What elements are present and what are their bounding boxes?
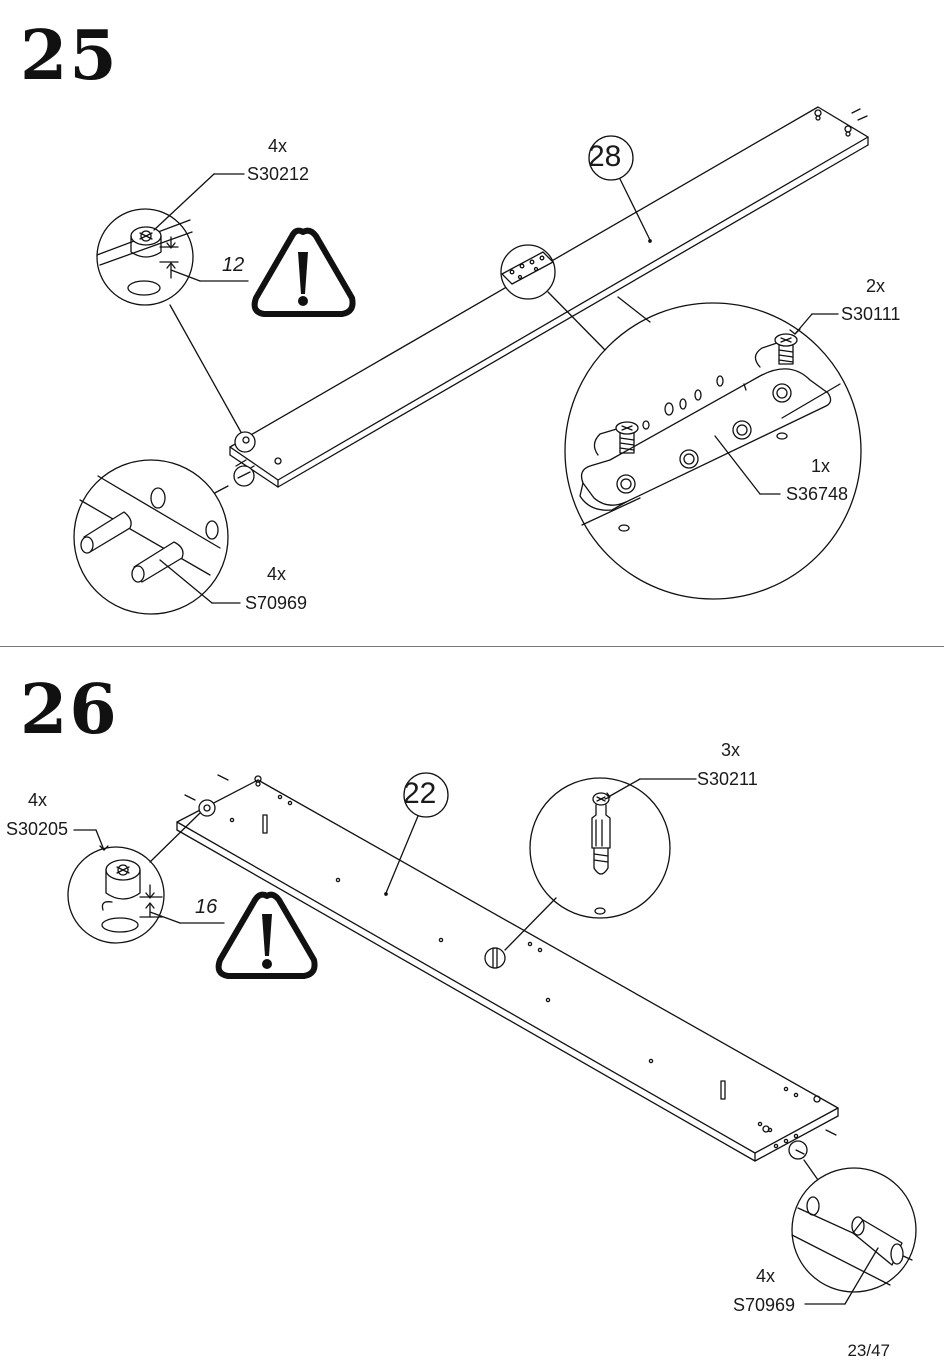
callout-code: S70969 xyxy=(245,593,308,613)
page-number: 23/47 xyxy=(847,1341,890,1360)
panel-number-28: 28 xyxy=(588,140,622,173)
cam-bolt-icon xyxy=(591,792,611,875)
callout-qty: 4x xyxy=(268,136,288,156)
step-number-25: 25 xyxy=(20,16,119,96)
dimension-label: 16 xyxy=(195,896,218,918)
connector-detail xyxy=(547,291,862,600)
cam-lock-detail xyxy=(67,799,225,944)
callout-code: S30111 xyxy=(841,304,901,324)
callout-code: S30205 xyxy=(6,819,69,839)
warning-icon xyxy=(251,227,356,317)
callout-code: S30211 xyxy=(697,769,758,789)
cam-lock-detail xyxy=(96,173,256,453)
cam-bolt-detail xyxy=(504,777,697,951)
callout-qty: 3x xyxy=(721,740,741,760)
cam-lock-icon xyxy=(105,859,141,900)
dowel-detail xyxy=(788,1140,917,1305)
warning-icon xyxy=(215,891,318,979)
callout-code: S36748 xyxy=(786,484,849,504)
connector-plate-icon xyxy=(500,244,556,300)
panel-22-board xyxy=(176,774,839,1162)
panel-number-22: 22 xyxy=(403,777,437,810)
callout-qty: 4x xyxy=(756,1266,776,1286)
callout-qty: 4x xyxy=(267,564,287,584)
callout-qty: 2x xyxy=(866,276,886,296)
screw-icon xyxy=(615,333,798,454)
dimension-label: 12 xyxy=(222,254,245,276)
dowel-icon xyxy=(80,511,184,583)
panel-label-22 xyxy=(384,772,449,896)
step-number-26: 26 xyxy=(20,670,119,750)
dowel-detail xyxy=(73,459,255,615)
cam-lock-icon xyxy=(130,226,162,258)
panel-label-28 xyxy=(588,135,652,243)
dowel-icon xyxy=(851,1216,904,1266)
callout-qty: 1x xyxy=(811,456,831,476)
callout-qty: 4x xyxy=(28,790,48,810)
callout-code: S70969 xyxy=(733,1295,796,1315)
callout-code: S30212 xyxy=(247,164,310,184)
step-divider xyxy=(0,646,944,647)
